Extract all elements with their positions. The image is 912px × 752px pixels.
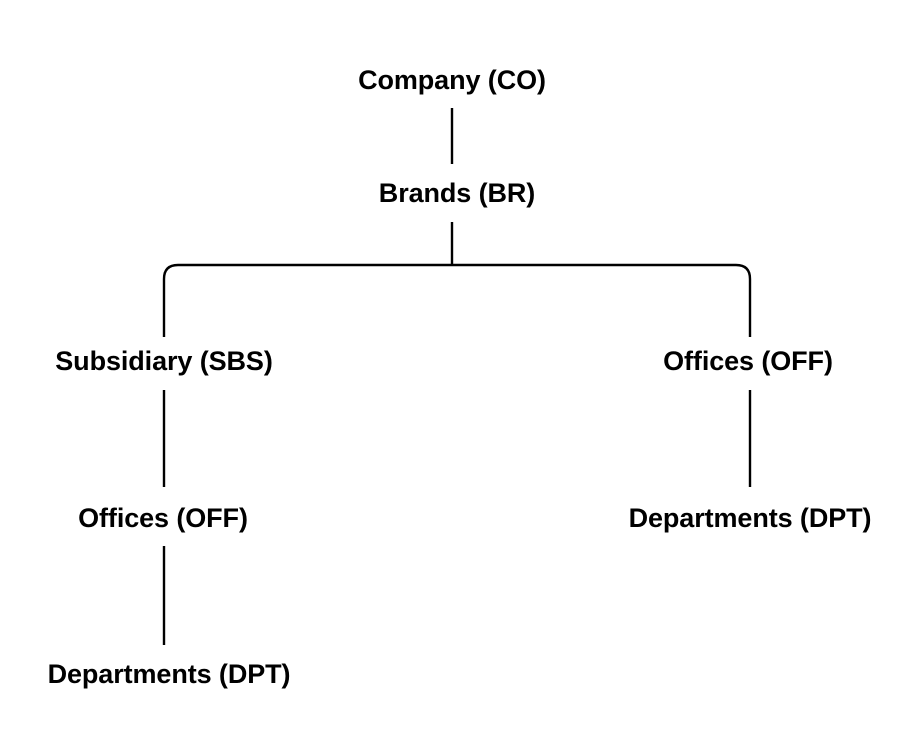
edge-brands-split-bar [162,263,752,337]
node-company: Company (CO) [358,65,546,95]
node-departments-right: Departments (DPT) [628,503,872,533]
node-offices-left: Offices (OFF) [78,503,248,533]
node-departments-left: Departments (DPT) [47,659,291,689]
node-offices-right: Offices (OFF) [663,346,833,376]
node-subsidiary: Subsidiary (SBS) [55,346,273,376]
node-brands: Brands (BR) [378,178,536,208]
